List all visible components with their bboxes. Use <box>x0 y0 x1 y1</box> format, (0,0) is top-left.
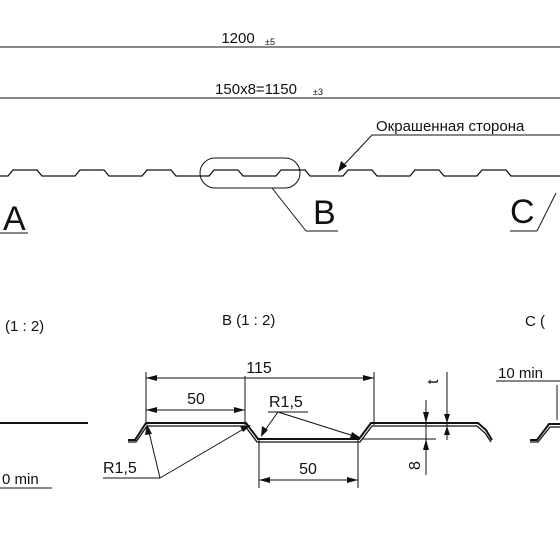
pitch-dimension: 150x8=1150 ±3 <box>0 81 560 99</box>
detail-c: 10 min <box>496 365 560 443</box>
dim-top-width: 115 <box>246 360 272 377</box>
pitch-total-value: 150x8=1150 <box>215 81 297 98</box>
dim-thickness: t <box>425 379 442 384</box>
overall-width-value: 1200 <box>221 30 254 47</box>
dim-groove-bottom: 50 <box>299 461 317 478</box>
sheet-profile <box>0 169 560 177</box>
detail-a-min: 0 min <box>2 471 39 488</box>
detail-b-profile <box>128 422 493 441</box>
dim-height: 8 <box>407 461 424 470</box>
overall-width-dimension: 1200 ±5 <box>0 30 560 48</box>
dim-flange: 50 <box>187 391 205 408</box>
detail-c-min: 10 min <box>498 365 543 382</box>
detail-b-marker <box>199 157 338 232</box>
painted-side-leader: Окрашенная сторона <box>338 118 560 172</box>
detail-b: 115 50 50 R1,5 R1,5 t <box>103 360 493 488</box>
pitch-tolerance: ±3 <box>313 87 323 97</box>
callout-c: C <box>510 193 535 231</box>
detail-a: 0 min <box>0 422 88 489</box>
detail-b-title: B (1 : 2) <box>222 312 275 329</box>
radius-bottom-label: R1,5 <box>103 460 137 477</box>
callout-b: B <box>313 194 336 232</box>
detail-c-leader-diag <box>536 192 557 232</box>
detail-c-title: C ( <box>525 313 545 330</box>
radius-top-label: R1,5 <box>269 394 303 411</box>
overall-width-tolerance: ±5 <box>265 37 275 47</box>
callout-a: A <box>3 200 26 238</box>
painted-side-label: Окрашенная сторона <box>376 118 525 135</box>
detail-a-title: (1 : 2) <box>5 318 44 335</box>
